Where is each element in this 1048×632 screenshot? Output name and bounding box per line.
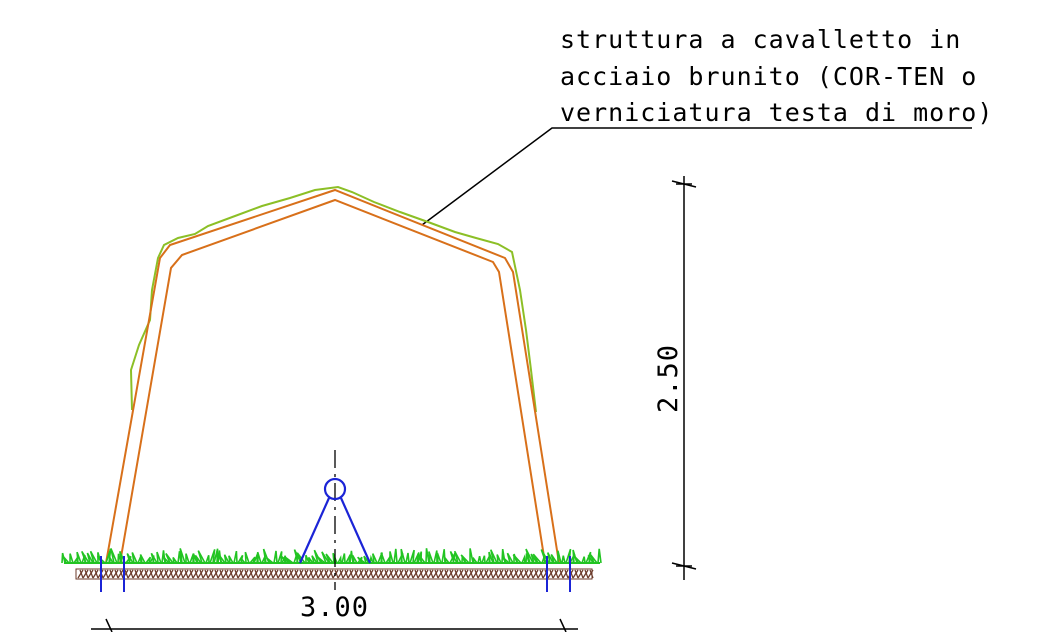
annotation-line-3: verniciatura testa di moro) bbox=[560, 98, 993, 127]
width-dimension-label: 3.00 bbox=[300, 592, 369, 623]
vegetation-cover bbox=[129, 185, 537, 413]
leader-line bbox=[421, 127, 972, 226]
center-ring bbox=[323, 477, 347, 501]
grass-line bbox=[61, 548, 602, 564]
center-support bbox=[298, 450, 372, 590]
annotation-block: struttura a cavalletto in acciaio brunit… bbox=[421, 25, 993, 226]
annotation-line-2: acciaio brunito (COR-TEN o bbox=[560, 62, 977, 91]
height-dimension-label: 2.50 bbox=[653, 344, 684, 413]
annotation-line-1: struttura a cavalletto in bbox=[560, 25, 961, 54]
ground-soil bbox=[75, 568, 594, 580]
height-dimension bbox=[671, 176, 697, 580]
footing-pins bbox=[100, 556, 571, 592]
frame-outer-line bbox=[105, 188, 560, 564]
width-dimension bbox=[91, 618, 578, 632]
frame-inner-line bbox=[119, 198, 546, 564]
